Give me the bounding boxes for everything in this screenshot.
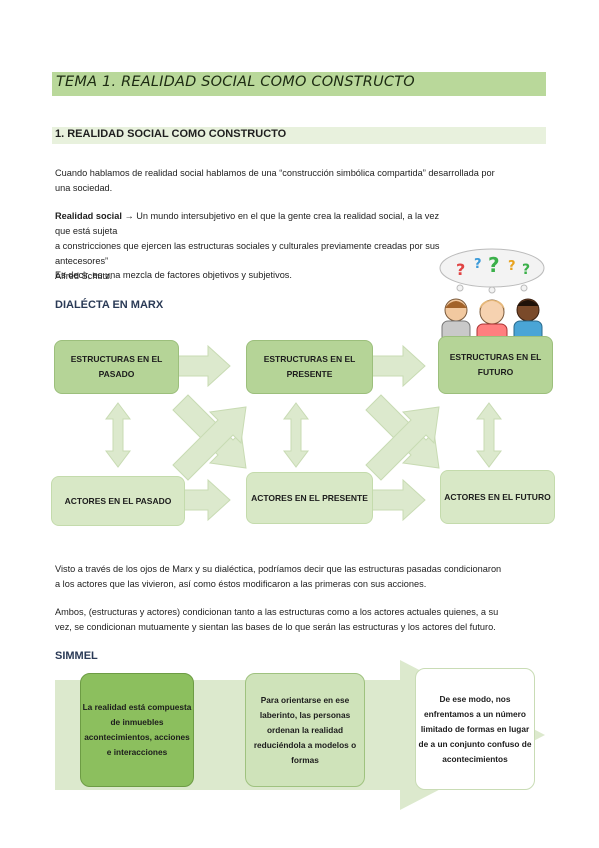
actors-present-box: ACTORES EN EL PRESENTE bbox=[246, 472, 373, 524]
section-heading-bar bbox=[52, 127, 546, 144]
question-mark: ? bbox=[508, 259, 516, 274]
paragraph-mix: Es decir, es una mezcla de factores obje… bbox=[55, 270, 292, 280]
question-mark: ? bbox=[456, 260, 465, 279]
paragraph-line: Visto a través de los ojos de Marx y su … bbox=[55, 564, 502, 574]
simmel-heading: SIMMEL bbox=[55, 650, 98, 662]
paragraph-definition: Realidad social → Un mundo intersubjetiv… bbox=[55, 209, 450, 284]
paragraph-line: a los actores que las vivieron, así como… bbox=[55, 579, 427, 589]
title-bar bbox=[52, 72, 546, 96]
term-label: Realidad social bbox=[55, 211, 122, 221]
simmel-box-orientation: Para orientarse en ese laberinto, las pe… bbox=[245, 673, 365, 787]
paragraph-marx-2: Ambos, (estructuras y actores) condicion… bbox=[55, 605, 545, 635]
paragraph-line: a constricciones que ejercen las estruct… bbox=[55, 241, 440, 266]
paragraph-line: → Un mundo intersubjetivo en el que la g… bbox=[55, 211, 440, 236]
arrow-right-icon bbox=[370, 344, 426, 388]
simmel-process-diagram: La realidad está compuesta de inmuebles … bbox=[55, 660, 547, 810]
paragraph-line: Ambos, (estructuras y actores) condicion… bbox=[55, 607, 499, 617]
marx-heading: DIALÉCTA EN MARX bbox=[55, 299, 164, 311]
paragraph-marx-1: Visto a través de los ojos de Marx y su … bbox=[55, 562, 545, 592]
question-mark: ? bbox=[474, 257, 482, 272]
paragraph-intro: Cuando hablamos de realidad social habla… bbox=[55, 166, 545, 196]
double-arrow-vertical-icon bbox=[476, 402, 502, 468]
diagonal-arrow-icon bbox=[172, 406, 247, 481]
diagonal-arrow-icon bbox=[365, 406, 440, 481]
paragraph-line: Alfred Schutz. bbox=[55, 271, 113, 281]
paragraph-line: vez, se condicionan mutuamente y sientan… bbox=[55, 622, 496, 632]
double-arrow-vertical-icon bbox=[283, 402, 309, 468]
structures-present-box: ESTRUCTURAS EN EL PRESENTE bbox=[246, 340, 373, 394]
double-arrow-vertical-icon bbox=[105, 402, 131, 468]
question-mark: ? bbox=[522, 262, 530, 278]
thinking-people-illustration: ? ? ? ? ? bbox=[432, 248, 552, 343]
actors-past-box: ACTORES EN EL PASADO bbox=[51, 476, 185, 526]
structures-future-box: ESTRUCTURAS EN EL FUTURO bbox=[438, 336, 553, 394]
page-title: TEMA 1. REALIDAD SOCIAL COMO CONSTRUCTO bbox=[56, 74, 415, 90]
section-heading: 1. REALIDAD SOCIAL COMO CONSTRUCTO bbox=[55, 128, 287, 140]
structures-past-box: ESTRUCTURAS EN EL PASADO bbox=[54, 340, 179, 394]
simmel-box-reality: La realidad está compuesta de inmuebles … bbox=[80, 673, 194, 787]
actors-future-box: ACTORES EN EL FUTURO bbox=[440, 470, 555, 524]
paragraph-line: una sociedad. bbox=[55, 183, 113, 193]
marx-dialectic-diagram: ESTRUCTURAS EN EL PASADO ESTRUCTURAS EN … bbox=[48, 330, 558, 526]
arrow-right-icon bbox=[175, 344, 231, 388]
simmel-box-forms: De ese modo, nos enfrentamos a un número… bbox=[415, 668, 535, 790]
arrow-right-icon bbox=[370, 478, 426, 522]
paragraph-line: Cuando hablamos de realidad social habla… bbox=[55, 168, 495, 178]
question-mark: ? bbox=[488, 253, 500, 277]
